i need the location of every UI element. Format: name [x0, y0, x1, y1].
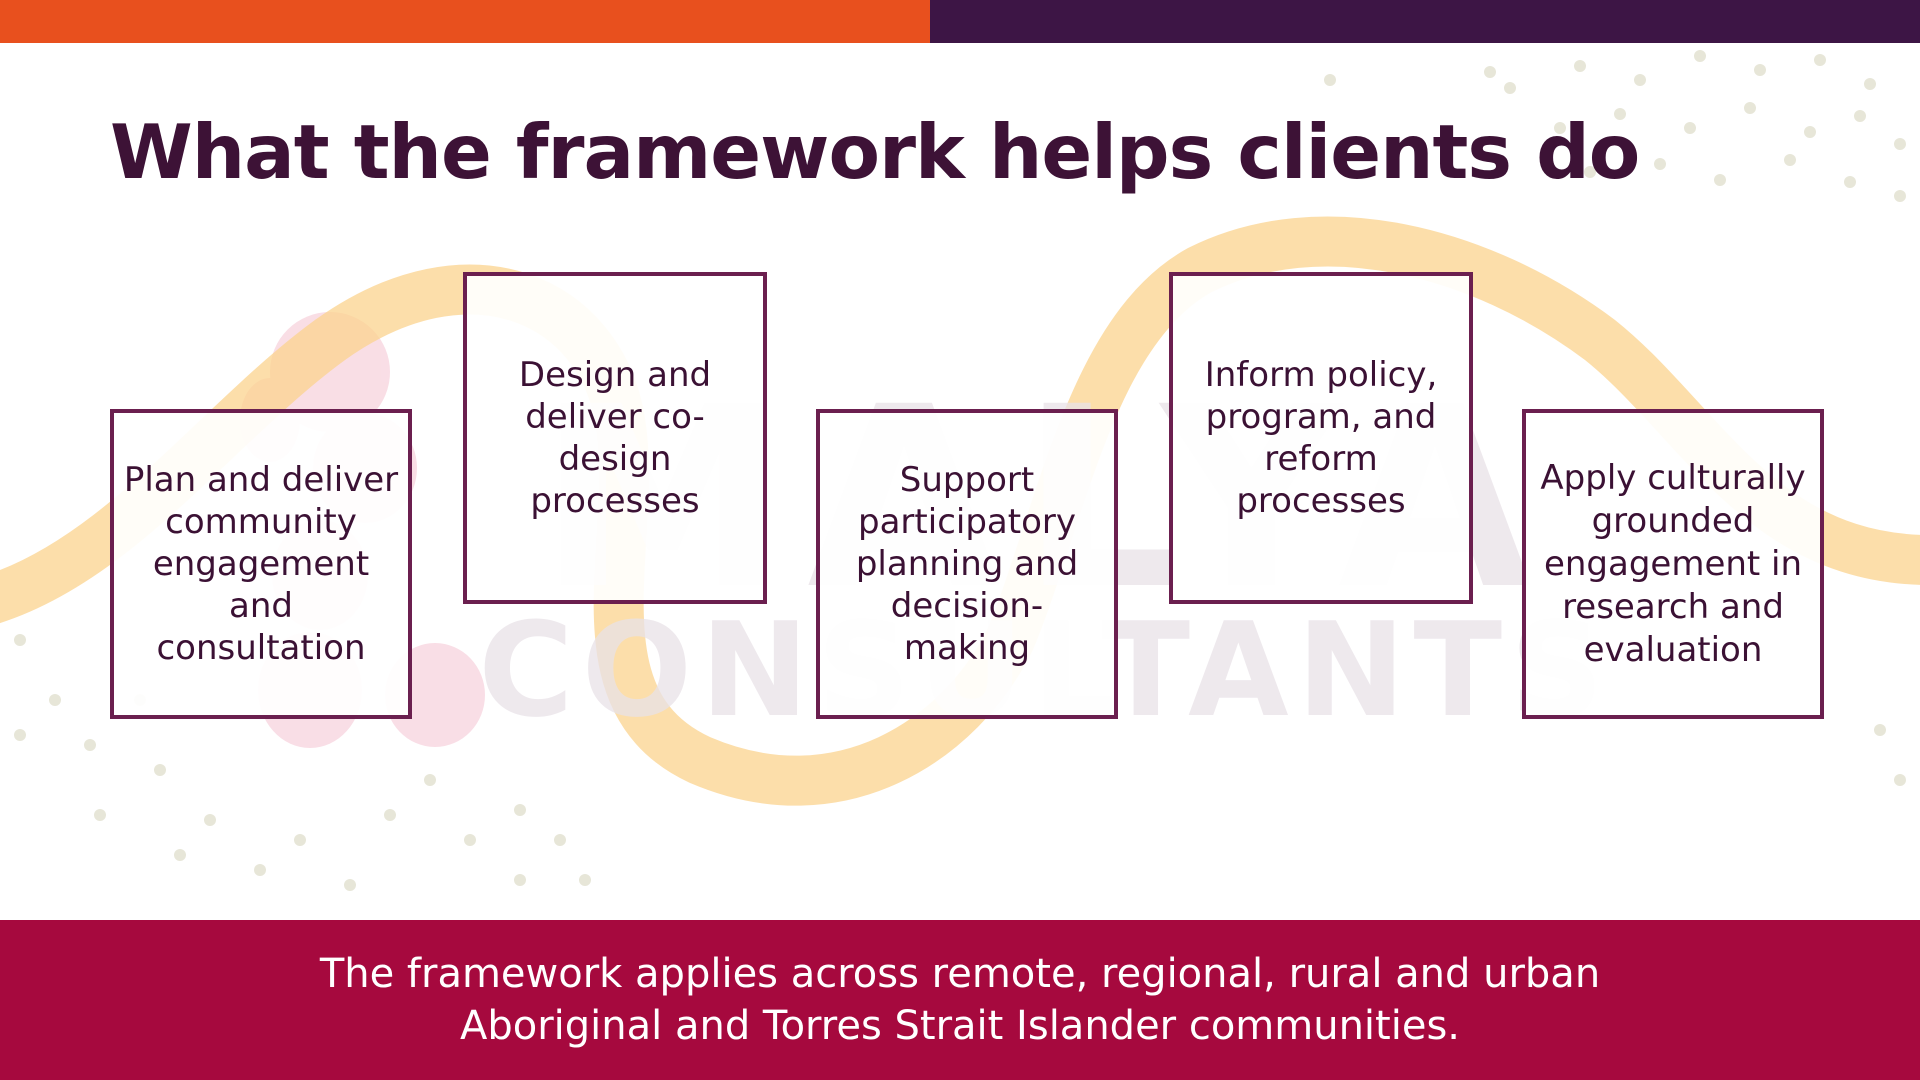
card-text: Inform policy, program, and reform proce… [1204, 355, 1438, 521]
top-accent-bar-purple [930, 0, 1920, 43]
framework-card-1: Plan and deliver community engagement an… [110, 409, 412, 719]
framework-card-3: Support participatory planning and decis… [816, 409, 1118, 719]
framework-card-4: Inform policy, program, and reform proce… [1169, 272, 1473, 604]
framework-card-5: Apply culturally grounded engagement in … [1522, 409, 1824, 719]
top-accent-bar-orange [0, 0, 930, 43]
footer-text: The framework applies across remote, reg… [319, 951, 1601, 1049]
page-title: What the framework helps clients do [110, 108, 1640, 196]
card-text: Plan and deliver community engagement an… [123, 460, 399, 668]
card-text: Support participatory planning and decis… [855, 460, 1079, 668]
wave-decoration [0, 216, 1920, 806]
dot-pattern-decoration [14, 50, 1906, 891]
footer-banner: The framework applies across remote, reg… [0, 920, 1920, 1080]
framework-card-2: Design and deliver co-design processes [463, 272, 767, 604]
card-text: Design and deliver co-design processes [518, 355, 712, 521]
card-text: Apply culturally grounded engagement in … [1540, 457, 1806, 670]
